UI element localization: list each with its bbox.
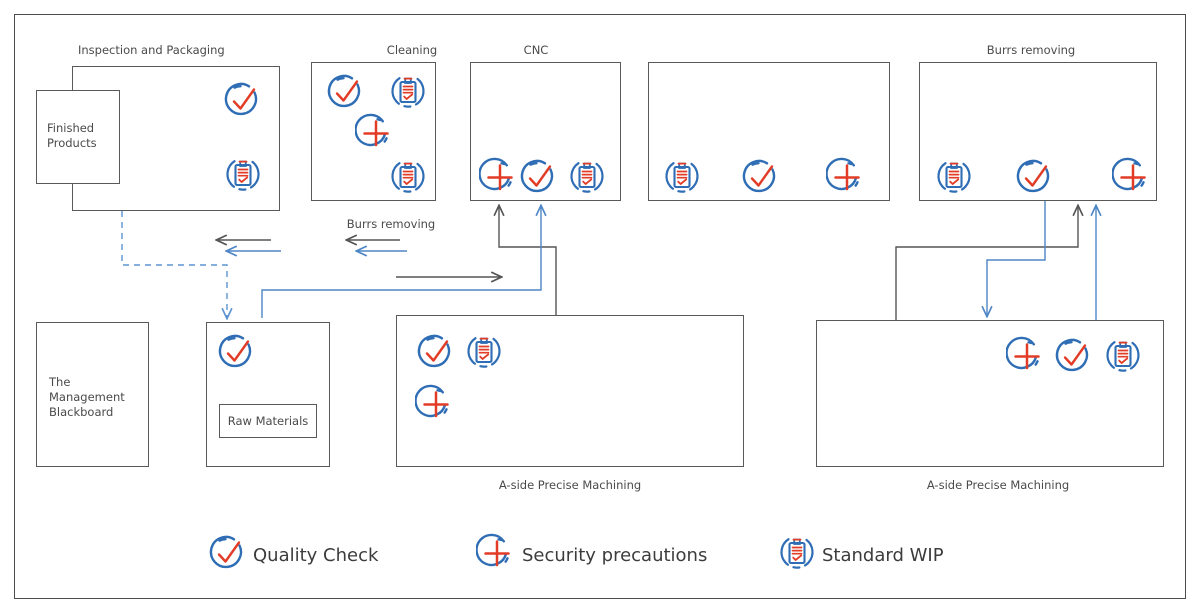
box-label-finished-products: Finished Products xyxy=(47,121,97,150)
security-precautions-icon xyxy=(1111,157,1154,203)
standard-wip-icon xyxy=(661,157,703,203)
quality-check-icon xyxy=(1014,157,1056,203)
box-a-side-precise-machining-2[interactable] xyxy=(816,320,1164,467)
standard-wip-icon xyxy=(222,155,264,201)
security-precautions-icon xyxy=(1005,336,1048,382)
security-precautions-icon xyxy=(478,157,521,203)
security-precautions-icon xyxy=(414,384,457,430)
legend-quality-check-icon xyxy=(207,533,249,579)
box-raw-materials-station[interactable] xyxy=(206,322,330,467)
quality-check-icon xyxy=(518,157,560,203)
caption-cleaning-burrs-removing: Burrs removing xyxy=(346,217,436,231)
standard-wip-icon xyxy=(566,157,608,203)
quality-check-icon xyxy=(740,157,782,203)
quality-check-icon xyxy=(325,72,367,118)
quality-check-icon xyxy=(1053,336,1095,382)
standard-wip-icon xyxy=(387,157,429,203)
legend-label-security-precautions: Security precautions xyxy=(522,545,708,566)
quality-check-icon xyxy=(216,332,258,378)
security-precautions-icon xyxy=(825,157,868,203)
caption-inspection-and-packaging: Inspection and Packaging xyxy=(78,43,225,57)
box-raw-materials[interactable]: Raw Materials xyxy=(219,404,317,438)
security-precautions-icon xyxy=(354,113,397,159)
standard-wip-icon xyxy=(933,157,975,203)
standard-wip-icon xyxy=(387,72,429,118)
caption-a-side-precise-machining-1: A-side Precise Machining xyxy=(498,478,642,492)
quality-check-icon xyxy=(415,332,457,378)
box-the-management-blackboard[interactable]: The Management Blackboard xyxy=(36,322,149,467)
caption-cleaning: Cleaning xyxy=(386,43,438,57)
quality-check-icon xyxy=(222,80,264,126)
caption-burrs-removing: Burrs removing xyxy=(986,43,1076,57)
legend-label-quality-check: Quality Check xyxy=(253,545,379,566)
legend-standard-wip-icon xyxy=(776,533,818,579)
diagram-outer-frame xyxy=(14,14,1186,599)
caption-cnc: CNC xyxy=(523,43,549,57)
legend-security-precautions-icon xyxy=(475,533,518,579)
caption-a-side-precise-machining-2: A-side Precise Machining xyxy=(926,478,1070,492)
standard-wip-icon xyxy=(1102,336,1144,382)
box-label-raw-materials: Raw Materials xyxy=(227,413,309,428)
box-label-the-management-blackboard: The Management Blackboard xyxy=(49,375,125,419)
standard-wip-icon xyxy=(463,332,505,378)
legend-label-standard-wip: Standard WIP xyxy=(822,545,944,566)
box-a-side-precise-machining-1[interactable] xyxy=(396,315,744,467)
box-finished-products[interactable]: Finished Products xyxy=(36,90,120,184)
